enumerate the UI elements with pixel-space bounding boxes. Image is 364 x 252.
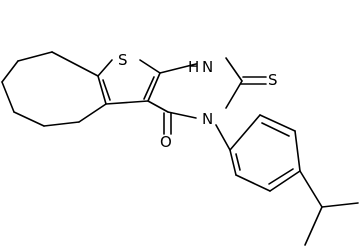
n-aryl-bond: [215, 124, 231, 151]
carbonyl-double-bond: [163, 112, 172, 135]
thiophene-ring: [97, 59, 161, 105]
thioxo-double-bond: [240, 76, 267, 85]
benzene-ring: [229, 114, 301, 192]
atom-oxygen: O: [160, 133, 172, 151]
isopropyl-group: [299, 170, 359, 246]
atom-nh-hydrogen: H: [188, 58, 199, 76]
atom-aryl-nitrogen: N: [202, 110, 213, 128]
atom-nh-nitrogen: N: [202, 58, 213, 76]
atom-sulfur-ring: S: [118, 51, 128, 69]
atom-thioxo-sulfur: S: [268, 71, 278, 89]
cyclooctane-ring: [1, 51, 107, 127]
pyrimidine-ring: [147, 57, 243, 119]
